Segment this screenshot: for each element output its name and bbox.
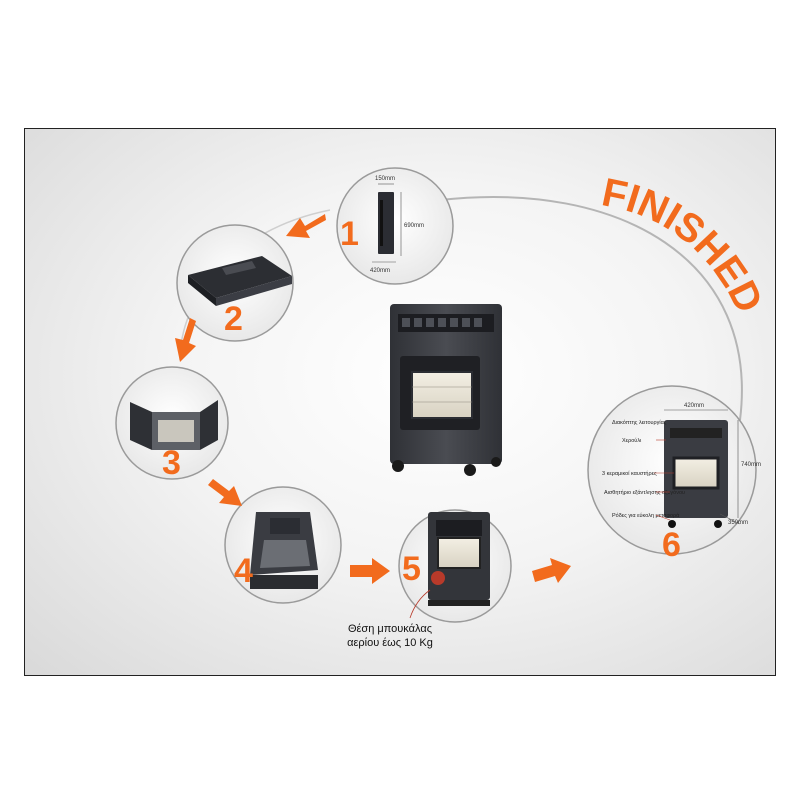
step-4: 4 (224, 486, 342, 604)
caption-line-2: αερίου έως 10 Kg (347, 637, 433, 649)
dim-height: 690mm (404, 223, 424, 229)
arrow-1-to-2 (286, 214, 326, 238)
step-number-2: 2 (224, 300, 243, 338)
arrow-5-to-6 (532, 558, 571, 583)
step-number-4: 4 (234, 552, 253, 590)
dim-depth: 150mm (375, 176, 395, 182)
step-number-3: 3 (162, 444, 181, 482)
step-3: 3 (115, 366, 229, 482)
step6-depth: 350mm (728, 520, 748, 526)
step-number-1: 1 (340, 215, 359, 253)
finished-banner: FINISHED (598, 170, 771, 319)
dim-width: 420mm (370, 268, 390, 274)
label-handle: Χερούλι (622, 437, 642, 444)
cycle-arc (439, 196, 743, 421)
step-number-5: 5 (402, 550, 421, 588)
step-2: 2 (176, 224, 294, 342)
label-switch: Διακόπτης λειτουργίας (612, 419, 667, 426)
arrow-4-to-5 (350, 558, 390, 584)
step-5: 5 (398, 509, 512, 623)
step6-height: 740mm (741, 462, 761, 468)
heater-image (390, 304, 502, 476)
arrow-3-to-4 (208, 479, 242, 506)
arrow-2-to-3 (175, 318, 196, 362)
label-wheels: Ρόδες για εύκολη μεταφορά (612, 512, 680, 519)
caption-line-1: Θέση μπουκάλας (347, 623, 433, 635)
label-burners: 3 κεραμικοί καυστήρες (602, 470, 657, 477)
step-1: 150mm 690mm 420mm 1 (336, 167, 454, 285)
flow-arrows (175, 214, 571, 584)
label-sensor: Αισθητήριο εξάντλησης οξυγόνου (604, 489, 685, 496)
gas-bottle-caption: Θέση μπουκάλας αερίου έως 10 Kg (330, 622, 450, 650)
step-6: 420mm 740mm 350mm Διακόπτης λειτουργίας … (587, 385, 761, 564)
step6-width: 420mm (684, 403, 704, 409)
step-number-6: 6 (662, 526, 681, 564)
